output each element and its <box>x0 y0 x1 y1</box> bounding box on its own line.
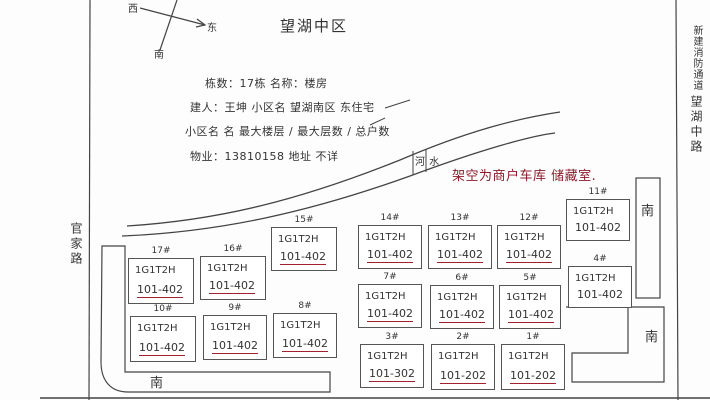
building-number: 15# <box>294 215 314 225</box>
building-number: 16# <box>223 244 243 254</box>
building-number: 8# <box>298 301 312 311</box>
compass-west: 西 <box>128 4 138 15</box>
building-number: 7# <box>383 272 397 282</box>
building-type: 1G1T2H <box>278 234 319 245</box>
building-3[interactable]: 3# 1G1T2H 101-302 <box>360 332 424 388</box>
building-type: 1G1T2H <box>137 323 178 334</box>
river-label: 河 水 <box>415 157 440 168</box>
building-units: 101-202 <box>440 369 486 384</box>
building-units: 101-202 <box>510 369 556 384</box>
building-number: 5# <box>523 273 537 283</box>
building-number: 3# <box>385 332 399 342</box>
building-number: 9# <box>228 303 242 313</box>
building-number: 13# <box>450 213 470 223</box>
building-4[interactable]: 4# 1G1T2H 101-402 <box>568 254 632 308</box>
building-type: 1G1T2H <box>207 263 248 274</box>
building-number: 4# <box>593 254 607 264</box>
south-label-bottom: 南 <box>150 376 164 391</box>
building-number: 2# <box>456 332 470 342</box>
building-units: 101-402 <box>139 341 185 356</box>
building-number: 10# <box>153 304 173 314</box>
right-road-label: 望湖中路 <box>689 95 703 155</box>
building-13[interactable]: 13# 1G1T2H 101-402 <box>428 213 492 269</box>
building-units: 101-402 <box>575 221 621 234</box>
map-title: 望湖中区 <box>280 17 349 35</box>
building-units: 101-302 <box>369 367 415 382</box>
building-16[interactable]: 16# 1G1T2H 101-402 <box>200 244 266 300</box>
building-type: 1G1T2H <box>506 292 547 303</box>
building-12[interactable]: 12# 1G1T2H 101-402 <box>497 213 561 269</box>
building-7[interactable]: 7# 1G1T2H 101-402 <box>358 272 422 328</box>
building-units: 101-402 <box>577 288 623 301</box>
building-14[interactable]: 14# 1G1T2H 101-402 <box>358 213 422 269</box>
building-units: 101-402 <box>212 339 258 354</box>
building-units: 101-402 <box>508 308 554 323</box>
building-17[interactable]: 17# 1G1T2H 101-402 <box>128 246 194 304</box>
building-10[interactable]: 10# 1G1T2H 101-402 <box>130 304 196 362</box>
building-number: 1# <box>526 332 540 342</box>
building-units: 101-402 <box>367 307 413 322</box>
building-type: 1G1T2H <box>367 351 408 362</box>
note-line-3: 小区名 名 最大楼层 / 最大层数 / 总户数 <box>185 125 390 138</box>
building-units: 101-402 <box>506 248 552 263</box>
building-1[interactable]: 1# 1G1T2H 101-202 <box>501 332 565 390</box>
building-type: 1G1T2H <box>508 351 549 362</box>
note-line-2: 建人：王坤 小区名 望湖南区 东住宅 <box>190 101 375 114</box>
note-line-4: 物业：13810158 地址 不详 <box>190 150 339 163</box>
building-type: 1G1T2H <box>365 291 406 302</box>
building-type: 1G1T2H <box>575 273 616 284</box>
building-11[interactable]: 11# 1G1T2H 101-402 <box>566 187 630 241</box>
building-2[interactable]: 2# 1G1T2H 101-202 <box>431 332 495 390</box>
building-type: 1G1T2H <box>365 232 406 243</box>
note-line-1: 栋数：17栋 名称：楼房 <box>205 77 328 90</box>
left-road-label: 官家路 <box>69 222 83 267</box>
building-number: 6# <box>455 273 469 283</box>
building-units: 101-402 <box>209 279 255 294</box>
building-number: 17# <box>151 246 171 256</box>
building-type: 1G1T2H <box>438 351 479 362</box>
building-15[interactable]: 15# 1G1T2H 101-402 <box>271 215 337 271</box>
building-units: 101-402 <box>280 250 326 265</box>
building-number: 11# <box>588 187 608 197</box>
building-type: 1G1T2H <box>437 292 478 303</box>
building-units: 101-402 <box>439 308 485 323</box>
building-type: 1G1T2H <box>210 322 251 333</box>
south-label-right-strip: 南 <box>641 204 655 219</box>
compass-south: 南 <box>154 50 164 61</box>
building-8[interactable]: 8# 1G1T2H 101-402 <box>273 301 337 358</box>
south-label-corner: 南 <box>645 330 659 345</box>
parking-note: 架空为商户车库 储藏室. <box>452 169 597 184</box>
building-5[interactable]: 5# 1G1T2H 101-402 <box>499 273 561 329</box>
building-number: 14# <box>380 213 400 223</box>
building-type: 1G1T2H <box>573 206 614 217</box>
building-9[interactable]: 9# 1G1T2H 101-402 <box>203 303 267 360</box>
building-units: 101-402 <box>437 248 483 263</box>
building-units: 101-402 <box>367 248 413 263</box>
building-type: 1G1T2H <box>135 265 176 276</box>
building-type: 1G1T2H <box>504 232 545 243</box>
building-units: 101-402 <box>282 337 328 352</box>
right-road-note: 新建消防通道 <box>691 25 702 91</box>
building-number: 12# <box>519 213 539 223</box>
building-6[interactable]: 6# 1G1T2H 101-402 <box>430 273 494 329</box>
building-units: 101-402 <box>137 283 183 298</box>
compass-east: 东 <box>207 23 217 34</box>
building-type: 1G1T2H <box>435 232 476 243</box>
building-type: 1G1T2H <box>280 320 321 331</box>
